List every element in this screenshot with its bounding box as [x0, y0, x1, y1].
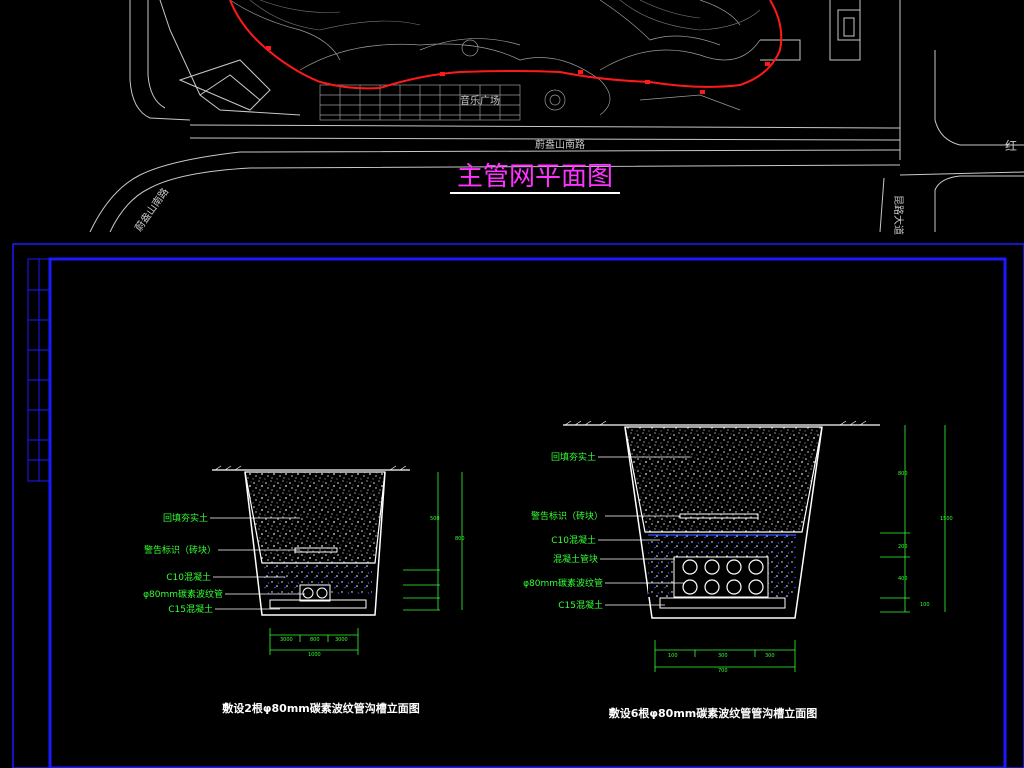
right-leader-lines	[598, 456, 690, 606]
left-trench-walls	[244, 471, 386, 616]
right-label-block: 混凝土管块	[553, 553, 598, 565]
left-pipe-block	[299, 584, 331, 602]
left-caption: 敷设2根φ80mm碳素波纹管沟槽立面图	[222, 701, 420, 715]
svg-text:800: 800	[310, 637, 320, 643]
right-label-backfill: 回填夯实土	[551, 451, 596, 463]
park-label: 音乐广场	[460, 94, 500, 107]
svg-text:800: 800	[455, 536, 465, 542]
right-pipe	[748, 559, 764, 575]
right-label-c10: C10混凝土	[551, 534, 596, 546]
right-pipe	[704, 559, 720, 575]
left-ground-hatch	[214, 465, 407, 471]
main-pipeline-route	[229, 0, 783, 90]
pipeline-markers	[266, 46, 770, 94]
right-trench-section: 800 1500 200 400 100 100 300 300 700 回填夯…	[523, 420, 953, 720]
right-trench-walls	[624, 426, 823, 619]
svg-text:3000: 3000	[280, 637, 293, 643]
inner-frame	[48, 257, 1007, 768]
left-label-pipe: φ80mm碳素波纹管	[143, 588, 223, 600]
left-labels: 回填夯实土 警告标识（砖块） C10混凝土 φ80mm碳素波纹管 C15混凝土	[143, 512, 223, 615]
svg-text:1500: 1500	[940, 516, 953, 522]
outer-frame	[12, 243, 1024, 768]
right-ground-hatch	[564, 420, 867, 426]
svg-text:500: 500	[430, 516, 440, 522]
svg-text:700: 700	[718, 668, 728, 674]
right-label-c15: C15混凝土	[558, 599, 603, 611]
svg-text:400: 400	[898, 576, 908, 582]
street-outlines	[89, 0, 1024, 233]
left-trench-section: 500 800 3000 800 3000 1000 回填夯实土 警告标识（砖块…	[143, 465, 465, 715]
south-road-label: 蔚盎山南路	[535, 138, 585, 151]
right-caption: 敷设6根φ80mm碳素波纹管管沟槽立面图	[609, 706, 818, 720]
right-pipe	[726, 559, 742, 575]
title-strip	[27, 258, 51, 482]
left-pipe	[316, 587, 328, 599]
svg-text:300: 300	[718, 653, 728, 659]
right-label-pipe: φ80mm碳素波纹管	[523, 577, 603, 589]
right-pipe	[748, 579, 764, 595]
right-road-side-label: 昆路大道	[892, 195, 905, 235]
right-road-top-label: 红	[1005, 138, 1017, 153]
right-c15-concrete	[659, 597, 786, 609]
right-pipe	[726, 579, 742, 595]
right-labels: 回填夯实土 警告标识（砖块） C10混凝土 混凝土管块 φ80mm碳素波纹管 C…	[523, 451, 603, 611]
right-pipes	[682, 559, 764, 595]
right-pipe	[682, 579, 698, 595]
right-pipe	[704, 579, 720, 595]
right-trench-backfill	[624, 426, 823, 533]
left-label-backfill: 回填夯实土	[163, 512, 208, 524]
plan-title: 主管网平面图	[457, 162, 613, 192]
left-trench-backfill	[244, 471, 386, 564]
right-dimension-text: 800 1500 200 400 100 100 300 300 700	[668, 471, 953, 674]
terrain-contours	[249, 0, 761, 31]
right-pipe	[682, 559, 698, 575]
left-dimension-lines	[269, 472, 463, 655]
building-block	[837, 9, 861, 41]
west-road-label: 蔚盎山南路	[132, 185, 171, 233]
left-label-warning: 警告标识（砖块）	[144, 544, 216, 556]
drawing-sheet: 500 800 3000 800 3000 1000 回填夯实土 警告标识（砖块…	[12, 243, 1024, 768]
left-pipe	[302, 587, 314, 599]
left-dimension-text: 500 800 3000 800 3000 1000	[280, 516, 465, 658]
left-c15-concrete	[269, 599, 367, 609]
left-label-c15: C15混凝土	[168, 603, 213, 615]
svg-text:200: 200	[898, 544, 908, 550]
right-dimension-lines	[654, 425, 946, 672]
svg-text:800: 800	[898, 471, 908, 477]
svg-text:100: 100	[668, 653, 678, 659]
left-label-c10: C10混凝土	[166, 571, 211, 583]
svg-text:3000: 3000	[335, 637, 348, 643]
svg-text:100: 100	[920, 602, 930, 608]
svg-text:1000: 1000	[308, 652, 321, 658]
svg-text:300: 300	[765, 653, 775, 659]
right-pipe-block	[673, 556, 769, 598]
park-grid	[229, 0, 761, 121]
plan-view: 音乐广场 蔚盎山南路 蔚盎山南路 红 昆路大道 主管网平面图	[89, 0, 1024, 235]
right-label-warning: 警告标识（砖块）	[531, 510, 603, 522]
left-leader-lines	[210, 517, 305, 610]
